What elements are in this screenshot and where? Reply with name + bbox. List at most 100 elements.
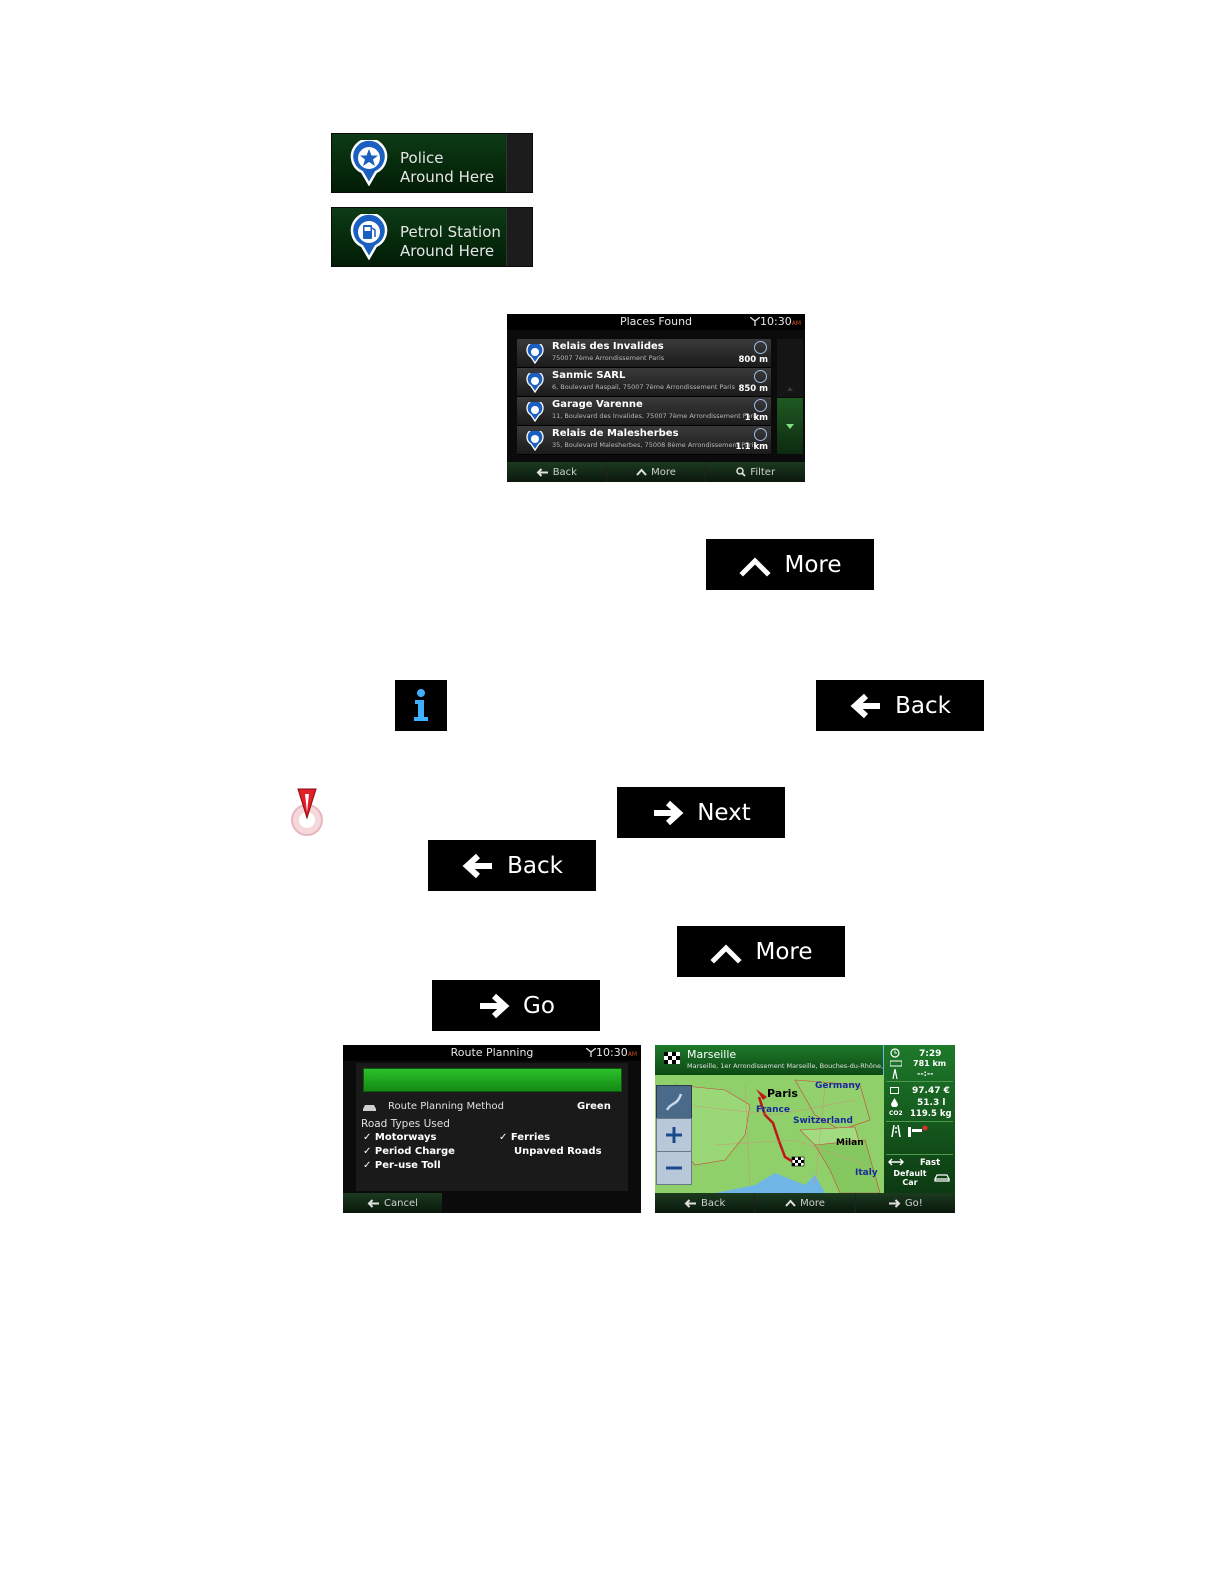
method-label: Route Planning Method [388,1101,504,1112]
poi-result-icon [526,373,544,393]
direction-icon [754,370,767,383]
direction-icon [754,399,767,412]
more-button[interactable]: More [606,462,707,482]
map-label-france: France [756,1105,790,1115]
road-icon [892,1069,898,1079]
method-value[interactable]: Green [577,1101,611,1112]
road-type-period-charge[interactable]: ✓ Period Charge [363,1146,455,1157]
signal-icon [585,1047,597,1057]
map-label-paris: Paris [767,1087,798,1100]
cancel-button[interactable]: Cancel [343,1193,442,1213]
poi-button-line1: Petrol Station [400,223,501,241]
motorway-icon [891,1125,901,1137]
result-distance: 1.1 km [735,442,768,452]
map-label-milan: Milan [836,1138,864,1148]
more-button[interactable]: More [755,1193,856,1213]
bottom-bar: Back More Filter [507,462,805,482]
chevron-up-icon [739,556,772,577]
zoom-in-button[interactable] [656,1118,692,1152]
map-label-switzerland: Switzerland [793,1116,853,1126]
road-type-label: Per-use Toll [374,1160,441,1171]
route-planning-screen: Route Planning 10:30AM Route Planning Me… [343,1045,641,1213]
cancel-label: Cancel [384,1197,418,1209]
screen-title: Places Found [619,315,693,328]
result-row[interactable]: Relais des Invalides 75007 7ème Arrondis… [517,339,771,368]
road-type-unpaved-roads[interactable]: Unpaved Roads [514,1146,602,1157]
petrol-station-around-here-button[interactable]: Petrol Station Around Here [331,207,533,267]
screen-title: Route Planning [450,1046,534,1059]
filter-button[interactable]: Filter [706,462,805,482]
scroll-up-button[interactable] [777,339,803,397]
destination-detail: Marseille, 1er Arrondissement Marseille,… [687,1062,907,1070]
arrow-right-icon [888,1198,901,1208]
more-label: More [755,938,813,965]
info-button[interactable] [395,680,447,731]
signal-icon [749,316,761,326]
result-name: Relais de Malesherbes [552,428,679,439]
back-label: Back [895,692,951,719]
chevron-up-icon [636,468,647,476]
back-label: Back [552,466,577,478]
more-button[interactable]: More [706,539,874,590]
go-button[interactable]: Go! [855,1193,955,1213]
go-label: Go [523,992,555,1019]
clock-time: 10:30 [760,315,792,328]
result-address: 11, Boulevard des Invalides, 75007 7ème … [552,412,759,420]
map-label-germany: Germany [815,1081,861,1091]
poi-result-icon [526,402,544,422]
road-type-ferries[interactable]: ✓ Ferries [499,1132,551,1143]
next-button[interactable]: Next [617,787,785,838]
result-address: 35, Boulevard Malesherbes, 75008 8ème Ar… [552,441,757,449]
result-distance: 850 m [738,384,768,394]
result-distance: 800 m [738,355,768,365]
result-row[interactable]: Garage Varenne 11, Boulevard des Invalid… [517,397,771,426]
plus-icon [666,1127,682,1143]
go-label: Go! [904,1197,923,1209]
result-address: 75007 7ème Arrondissement Paris [552,354,665,362]
arrow-left-icon [536,467,548,477]
more-label: More [800,1197,825,1209]
arrow-right-icon [654,800,684,825]
more-button[interactable]: More [677,926,845,977]
result-row[interactable]: Sanmic SARL 6, Boulevard Raspail, 75007 … [517,368,771,397]
back-button[interactable]: Back [655,1193,756,1213]
clock-suffix: AM [791,320,801,327]
title-bar [507,314,805,330]
cost-value: 97.47 € [912,1086,950,1096]
police-around-here-button[interactable]: Police Around Here [331,133,533,193]
result-name: Garage Varenne [552,399,643,410]
route-view-button[interactable] [656,1085,692,1119]
poi-result-icon [526,344,544,364]
fuel-drop-icon [891,1098,898,1107]
next-label: Next [697,799,751,826]
places-found-screen: Places Found 10:30AM Relais des Invalide… [507,314,805,482]
back-button[interactable]: Back [507,462,607,482]
road-type-label: Motorways [374,1132,437,1143]
back-button[interactable]: Back [428,840,596,891]
poi-button-side [506,134,532,192]
distance-value: 781 km [913,1059,947,1068]
divider [886,1081,953,1082]
road-type-label: Period Charge [374,1146,455,1157]
back-label: Back [701,1197,726,1209]
go-button[interactable]: Go [432,980,600,1031]
direction-icon [754,428,767,441]
road-type-motorways[interactable]: ✓ Motorways [363,1132,437,1143]
result-address: 6, Boulevard Raspail, 75007 7ème Arrondi… [552,383,735,391]
zoom-out-button[interactable] [656,1151,692,1185]
road-type-per-use-toll[interactable]: ✓ Per-use Toll [363,1160,441,1171]
back-button[interactable]: Back [816,680,984,731]
scroll-down-button[interactable] [777,398,803,454]
arrow-left-icon [367,1198,380,1208]
minus-icon [666,1166,682,1170]
map-cursor-icon [291,788,323,836]
poi-button-line2: Around Here [400,242,495,260]
arrow-left-icon [850,693,881,718]
result-row[interactable]: Relais de Malesherbes 35, Boulevard Male… [517,426,771,455]
road-type-label: Unpaved Roads [514,1146,602,1157]
finish-flag-icon [664,1052,680,1064]
arrow-right-icon [480,993,510,1018]
route-overview-screen: Paris France Germany Switzerland Milan I… [655,1045,955,1213]
result-name: Relais des Invalides [552,341,664,352]
clock: 10:30AM [749,315,801,328]
